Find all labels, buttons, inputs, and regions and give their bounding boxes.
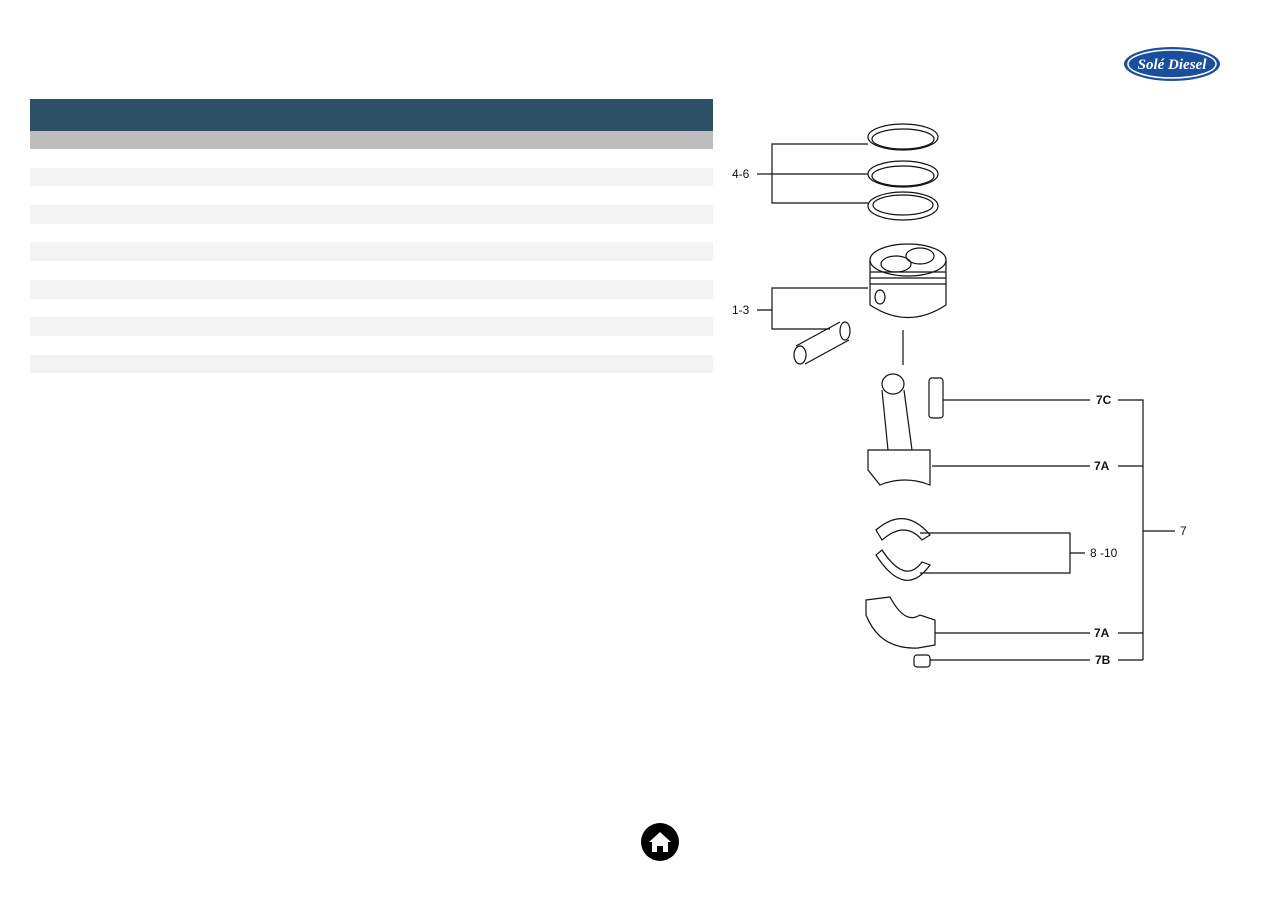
table-row [30, 279, 713, 299]
piston-pin-illustration [793, 321, 851, 365]
home-button[interactable] [641, 823, 679, 861]
table-row [30, 186, 713, 205]
rod-cap-illustration [865, 596, 936, 649]
piston-illustration [869, 243, 947, 319]
label-bearings: 8 -10 [1090, 546, 1118, 560]
table-column-header [30, 131, 713, 149]
table-row [30, 336, 713, 355]
label-assembly: 7 [1180, 524, 1187, 538]
table-row [30, 242, 713, 262]
table-row [30, 149, 713, 168]
table-row [30, 354, 713, 374]
exploded-parts-diagram: 4-6 1-3 7C 7A 8 -10 7 7A 7B [720, 110, 1200, 690]
table-row [30, 317, 713, 336]
home-icon [649, 832, 671, 852]
table-header [30, 99, 713, 131]
bearing-shells-illustration [875, 518, 931, 581]
table-row [30, 261, 713, 280]
parts-table [30, 99, 713, 374]
table-row [30, 205, 713, 224]
label-cap: 7A [1094, 626, 1110, 640]
sole-diesel-logo: Solé Diesel [1123, 46, 1221, 82]
table-row [30, 167, 713, 187]
nut-illustration [913, 654, 931, 668]
connecting-rod-illustration [867, 373, 944, 486]
label-bolt: 7C [1096, 393, 1112, 407]
table-row [30, 299, 713, 318]
piston-rings-illustration [867, 123, 939, 221]
table-row [30, 224, 713, 243]
logo-text: Solé Diesel [1138, 57, 1208, 73]
label-nut: 7B [1095, 653, 1111, 667]
label-piston: 1-3 [732, 303, 750, 317]
label-rings: 4-6 [732, 167, 750, 181]
label-rod-upper: 7A [1094, 459, 1110, 473]
